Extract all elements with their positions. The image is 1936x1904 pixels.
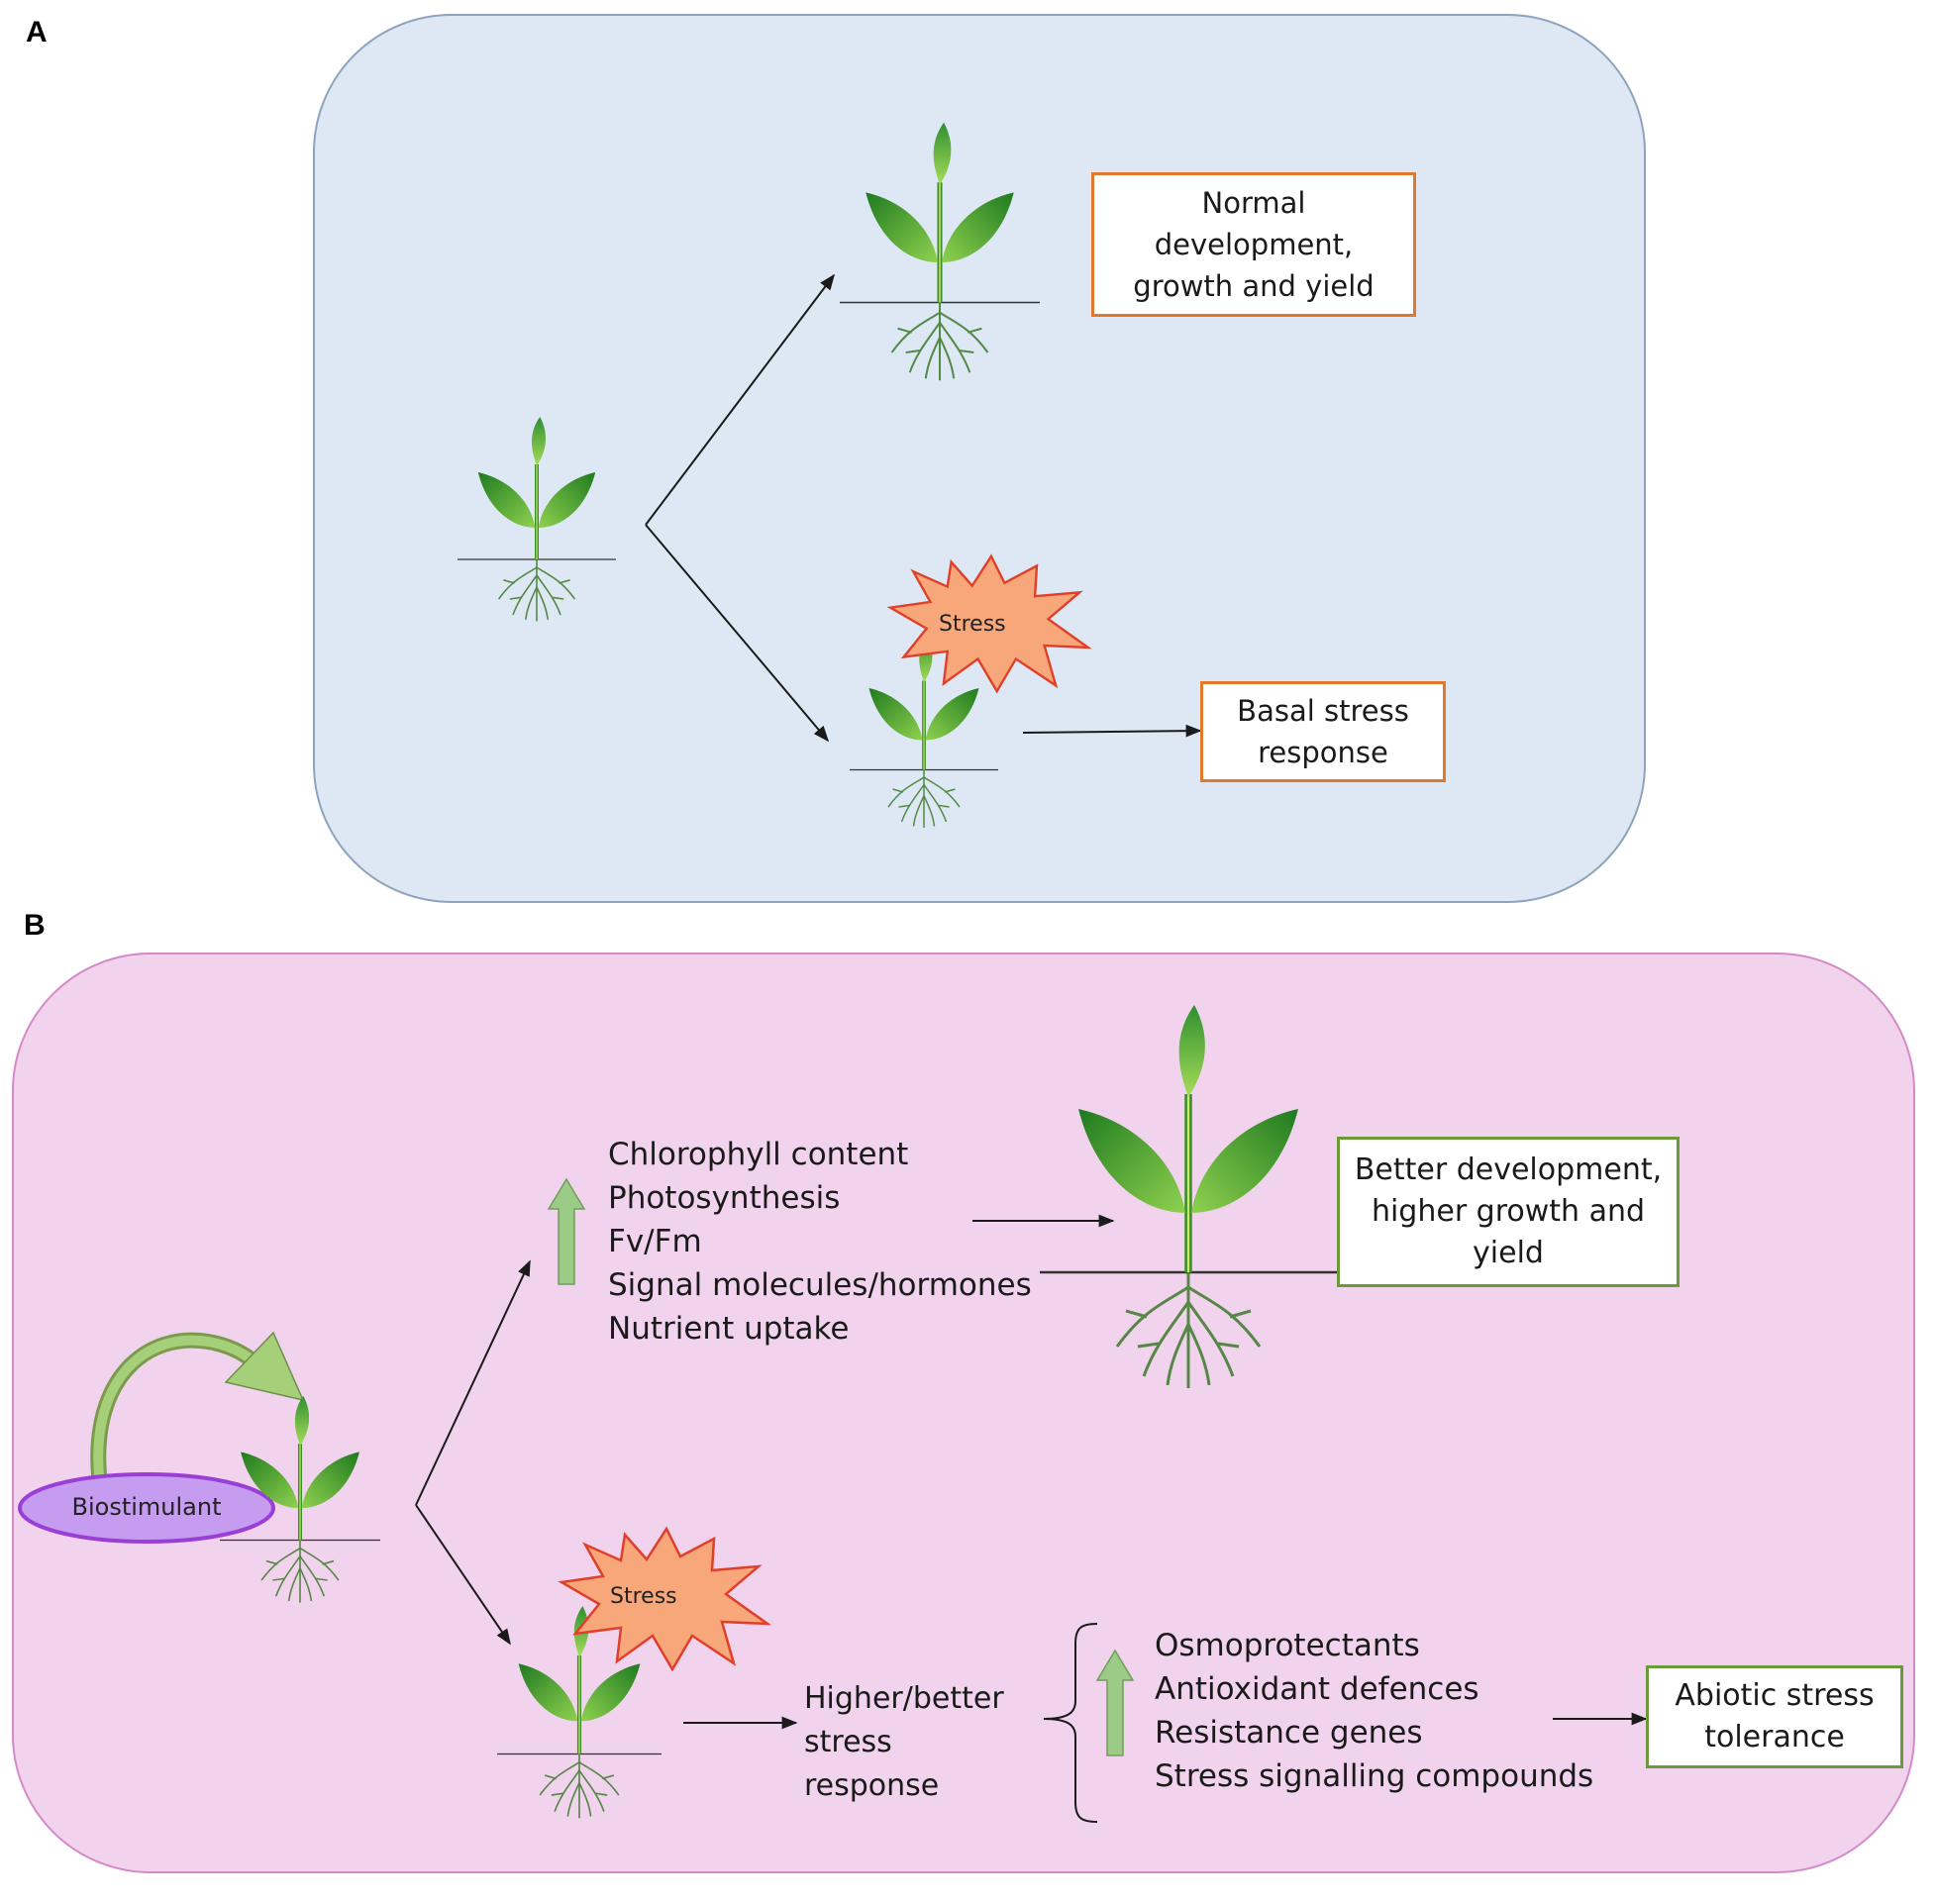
outcome-better-text: Better development, higher growth and yi…	[1354, 1152, 1663, 1270]
list-item: Chlorophyll content	[608, 1137, 909, 1172]
biostimulant-label: Biostimulant	[71, 1493, 222, 1521]
arrow-to-stress-plant	[415, 1504, 511, 1646]
panel-a-label: A	[26, 16, 48, 49]
outcome-normal-box: Normal development, growth and yield	[1091, 172, 1416, 317]
arrow-to-stress	[645, 524, 830, 743]
list-item: Osmoprotectants	[1155, 1628, 1420, 1663]
brace-icon	[1043, 1623, 1098, 1823]
outcome-normal-text: Normal development, growth and yield	[1133, 186, 1375, 303]
up-arrow-icon	[1096, 1650, 1134, 1756]
response-text: Higher/better stress response	[804, 1681, 1004, 1803]
list-item: Fv/Fm	[608, 1224, 702, 1259]
panel-b-label: B	[24, 909, 46, 942]
outcome-tolerance-box: Abiotic stress tolerance	[1646, 1665, 1903, 1768]
arrow-to-basal	[1022, 724, 1202, 738]
outcome-basal-box: Basal stress response	[1200, 681, 1446, 782]
list-item: Antioxidant defences	[1155, 1671, 1479, 1707]
stress-label-b: Stress	[610, 1584, 677, 1609]
outcome-better-box: Better development, higher growth and yi…	[1337, 1137, 1680, 1287]
outcome-tolerance-text: Abiotic stress tolerance	[1675, 1678, 1875, 1754]
list-item: Signal molecules/hormones	[608, 1267, 1032, 1303]
seedling-icon	[458, 417, 616, 621]
outcome-basal-text: Basal stress response	[1237, 694, 1409, 769]
seedling-icon	[840, 123, 1040, 381]
list-item: Photosynthesis	[608, 1180, 841, 1216]
list-item: Stress signalling compounds	[1155, 1758, 1594, 1794]
growth-effects-list: Chlorophyll content Photosynthesis Fv/Fm…	[608, 1133, 1032, 1351]
seedling-icon	[850, 634, 998, 830]
list-item: Resistance genes	[1155, 1715, 1423, 1751]
stress-effects-list: Osmoprotectants Antioxidant defences Res…	[1155, 1624, 1593, 1798]
stress-label-a: Stress	[939, 612, 1006, 637]
biostimulant-ellipse	[18, 1472, 275, 1544]
up-arrow-icon	[548, 1178, 585, 1285]
arrow-to-up-list	[415, 1259, 531, 1506]
arrow-to-normal	[645, 273, 835, 526]
list-item: Nutrient uptake	[608, 1311, 850, 1347]
seedling-icon	[1040, 1005, 1337, 1388]
